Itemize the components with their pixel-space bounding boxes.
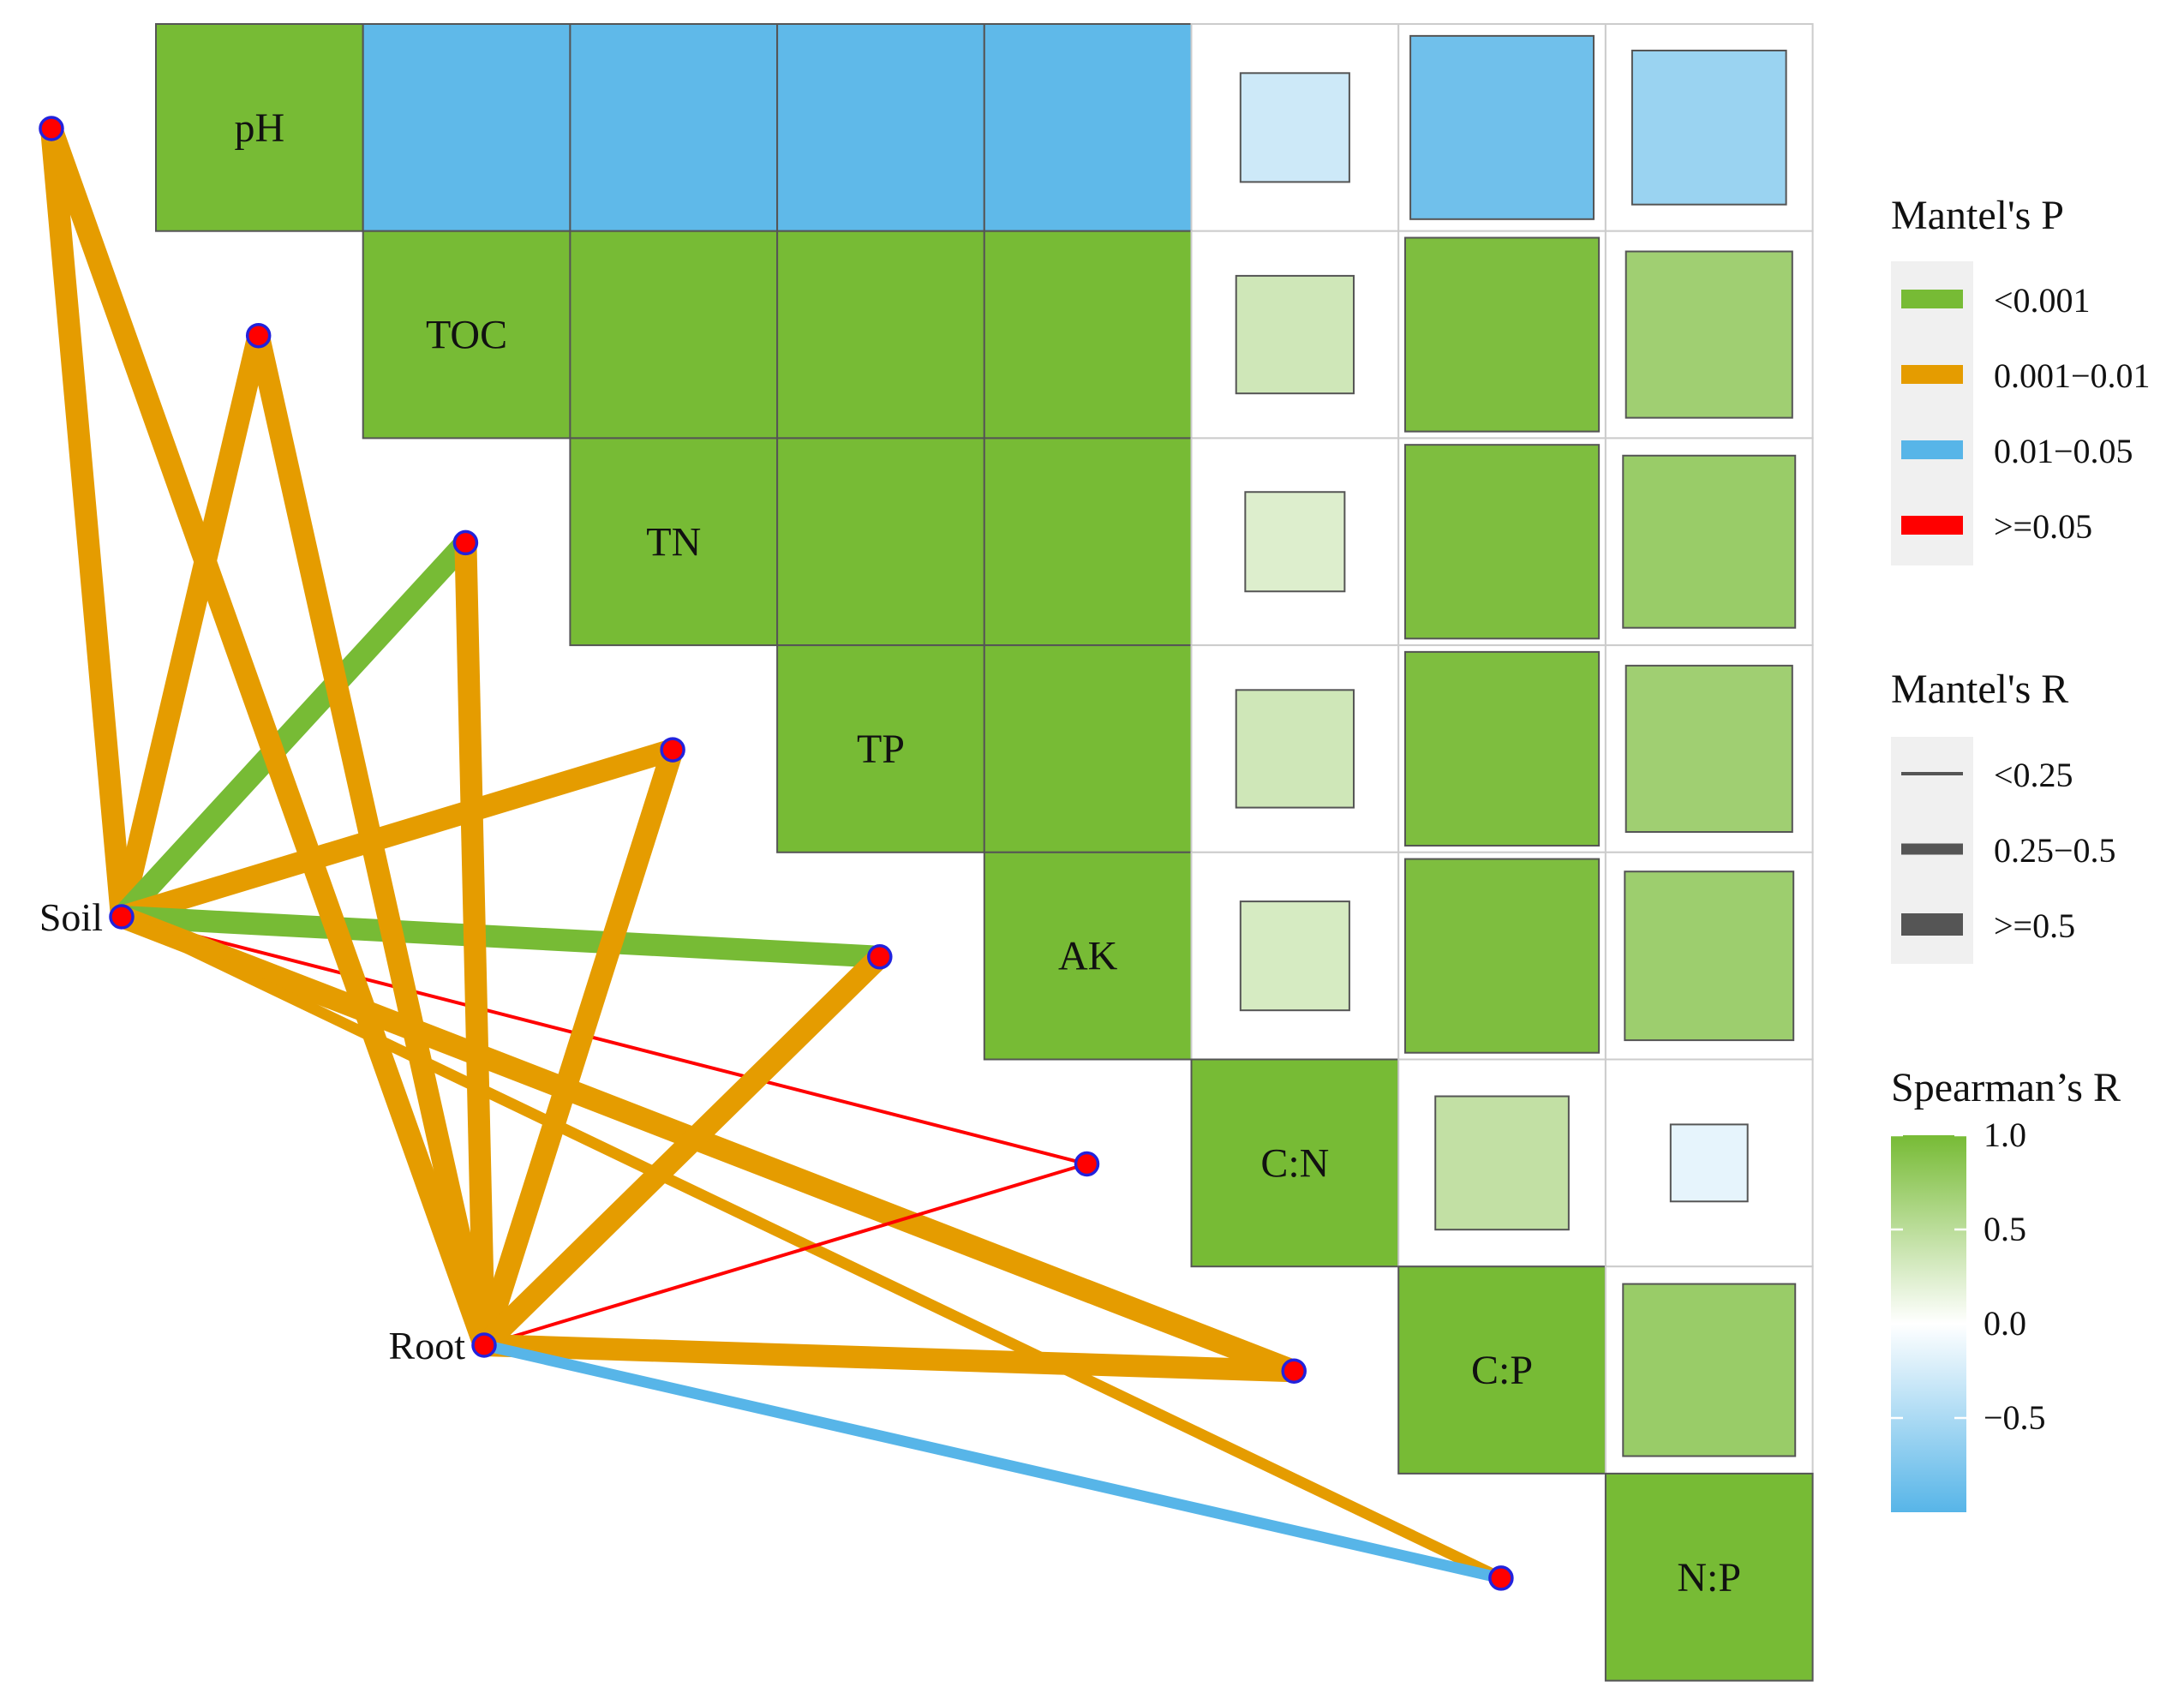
node-root bbox=[471, 1332, 497, 1358]
legends: Mantel's P <0.001 0.001−0.01 0.01−0.05 >=0.0… bbox=[1891, 193, 2151, 1512]
node-n-p bbox=[1488, 1565, 1514, 1591]
cell-ph-c-p bbox=[1409, 34, 1595, 220]
spearman-heatmap: pH TOC TN TP AK C:N C:P N:P bbox=[155, 23, 1814, 1682]
group-label-root: Root bbox=[389, 1324, 466, 1367]
edge-root-tp bbox=[473, 746, 684, 1349]
legend-mantel-r-title: Mantel's R bbox=[1891, 667, 2068, 712]
cell-ph-n-p bbox=[1631, 49, 1787, 206]
edge-root-ph bbox=[40, 124, 495, 1349]
legend-mantel-r-label-2: >=0.5 bbox=[1994, 906, 2075, 945]
node-c-n bbox=[1074, 1151, 1100, 1177]
edge-soil-tp bbox=[118, 739, 676, 928]
diag-label-ph: pH bbox=[235, 105, 285, 151]
edge-soil-c-p bbox=[117, 906, 1298, 1382]
diag-cell-ak bbox=[983, 851, 1193, 1061]
cell-ph-tn bbox=[569, 23, 779, 232]
mantel-edges bbox=[40, 124, 1504, 1584]
edge-root-n-p bbox=[482, 1339, 1503, 1584]
node-soil bbox=[109, 904, 135, 930]
cell-toc-n-p bbox=[1625, 250, 1793, 419]
cell-ph-ak bbox=[983, 23, 1193, 232]
diag-label-tp: TP bbox=[857, 727, 905, 772]
group-label-soil: Soil bbox=[39, 895, 103, 939]
diag-label-toc: TOC bbox=[426, 313, 507, 358]
node-toc bbox=[245, 322, 272, 349]
diag-label-c-p: C:P bbox=[1471, 1348, 1533, 1393]
legend-mantel-p-label-1: 0.001−0.01 bbox=[1994, 356, 2151, 395]
legend-spearman-colorbar bbox=[1891, 1135, 1966, 1512]
legend-mantel-p-label-2: 0.01−0.05 bbox=[1994, 432, 2133, 470]
diag-label-ak: AK bbox=[1058, 934, 1118, 979]
legend-spearman-label-2: 0.0 bbox=[1984, 1304, 2026, 1343]
cell-toc-tn bbox=[569, 230, 779, 440]
cell-tn-tp bbox=[776, 437, 985, 647]
cell-tp-c-p bbox=[1403, 650, 1601, 847]
cell-toc-c-p bbox=[1403, 236, 1601, 433]
cell-c-n-n-p bbox=[1669, 1123, 1749, 1203]
diag-cell-c-n bbox=[1190, 1058, 1400, 1268]
legend-mantel-p-title: Mantel's P bbox=[1891, 193, 2064, 238]
legend-mantel-r-label-1: 0.25−0.5 bbox=[1994, 831, 2116, 870]
diag-label-c-n: C:N bbox=[1260, 1140, 1329, 1186]
diag-cell-toc bbox=[362, 230, 571, 440]
cell-ph-tp bbox=[776, 23, 985, 232]
diag-cell-tn bbox=[569, 437, 779, 647]
legend-mantel-p-label-0: <0.001 bbox=[1994, 281, 2091, 320]
edge-root-ak bbox=[476, 948, 888, 1354]
edge-soil-ak bbox=[121, 906, 881, 968]
cell-tn-n-p bbox=[1622, 454, 1797, 629]
edge-soil-toc bbox=[111, 332, 270, 919]
edge-root-tn bbox=[454, 542, 495, 1346]
cell-ak-n-p bbox=[1624, 870, 1795, 1042]
diag-label-n-p: N:P bbox=[1677, 1555, 1741, 1600]
cell-tn-c-p bbox=[1403, 444, 1601, 640]
cell-ak-c-n bbox=[1239, 900, 1350, 1012]
node-tp bbox=[660, 737, 685, 763]
cell-toc-tp bbox=[776, 230, 985, 440]
edge-soil-c-n bbox=[121, 915, 1087, 1166]
node-ak bbox=[867, 944, 893, 970]
cell-tn-c-n bbox=[1244, 491, 1346, 593]
node-ph bbox=[39, 116, 64, 141]
edge-root-toc bbox=[248, 332, 495, 1348]
cell-tn-ak bbox=[983, 437, 1193, 647]
edge-soil-tn bbox=[113, 535, 474, 924]
edge-root-c-n bbox=[483, 1162, 1088, 1347]
legend-mantel-r-label-0: <0.25 bbox=[1994, 756, 2073, 794]
node-tn bbox=[452, 529, 479, 556]
legend-spearman-title: Spearman’s R bbox=[1891, 1065, 2121, 1110]
edge-soil-ph bbox=[40, 127, 133, 918]
cell-toc-ak bbox=[983, 230, 1193, 440]
cell-tp-c-n bbox=[1235, 689, 1355, 809]
edge-root-c-p bbox=[483, 1334, 1295, 1383]
legend-mantel-p-label-3: >=0.05 bbox=[1994, 507, 2092, 546]
diag-label-tn: TN bbox=[646, 519, 701, 565]
legend-spearman-label-1: 0.5 bbox=[1984, 1210, 2026, 1248]
legend-spearman-label-0: 1.0 bbox=[1984, 1116, 2026, 1154]
diag-cell-n-p bbox=[1604, 1472, 1814, 1682]
cell-toc-c-n bbox=[1235, 274, 1355, 395]
cell-tp-n-p bbox=[1625, 664, 1793, 834]
cell-ph-c-n bbox=[1239, 72, 1350, 183]
cell-ak-c-p bbox=[1403, 858, 1601, 1054]
node-c-p bbox=[1281, 1358, 1307, 1384]
cell-c-p-n-p bbox=[1622, 1283, 1797, 1457]
cell-ph-toc bbox=[362, 23, 571, 232]
legend-spearman-label-3: −0.5 bbox=[1984, 1398, 2046, 1437]
cell-tp-ak bbox=[983, 644, 1193, 853]
diag-cell-ph bbox=[155, 23, 364, 232]
diag-cell-tp bbox=[776, 644, 985, 853]
legend-mantel-p-key-bg bbox=[1891, 261, 1973, 565]
cell-c-n-c-p bbox=[1434, 1095, 1570, 1231]
